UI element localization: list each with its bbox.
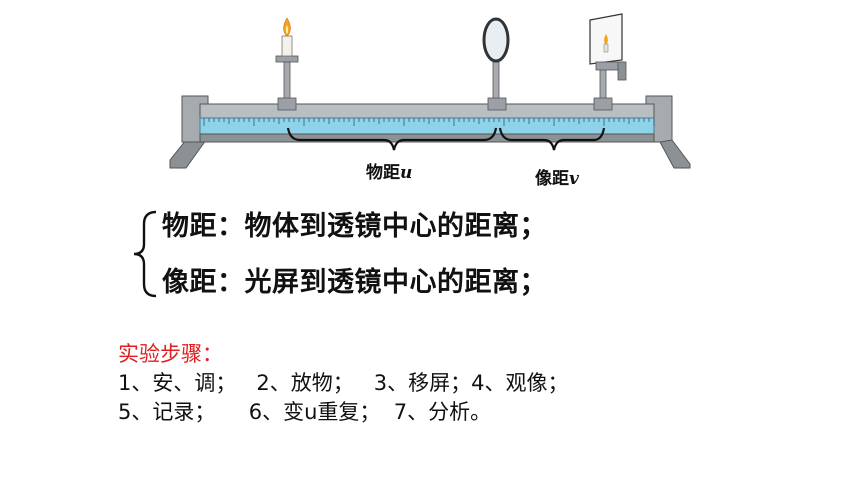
candle — [275, 17, 299, 111]
object-distance-definition: 物距：物体到透镜中心的距离； — [162, 211, 547, 242]
experiment-steps: 实验步骤： 1、安、调； 2、放物； 3、移屏；4、观像； 5、记录； 6、变u重复… — [118, 340, 818, 427]
image-distance-label: 像距v — [535, 169, 579, 189]
image-distance-definition: 像距：光屏到透镜中心的距离； — [162, 267, 547, 298]
rail-scale-ticks — [203, 118, 655, 126]
steps-line-1: 1、安、调； 2、放物； 3、移屏；4、观像； — [118, 371, 569, 395]
light-screen — [589, 13, 627, 111]
image-distance-brace — [498, 127, 606, 151]
steps-line-2: 5、记录； 6、变u重复； 7、分析。 — [118, 400, 492, 424]
convex-lens — [482, 17, 510, 111]
object-distance-brace — [286, 127, 498, 151]
right-bench-leg — [645, 95, 691, 169]
curly-brace — [133, 210, 157, 298]
object-distance-label: 物距u — [366, 163, 413, 183]
optical-rail — [199, 103, 655, 143]
definitions-block: 物距：物体到透镜中心的距离； 像距：光屏到透镜中心的距离； — [132, 200, 732, 304]
steps-title: 实验步骤： — [118, 342, 223, 366]
optical-bench-diagram — [169, 13, 691, 169]
